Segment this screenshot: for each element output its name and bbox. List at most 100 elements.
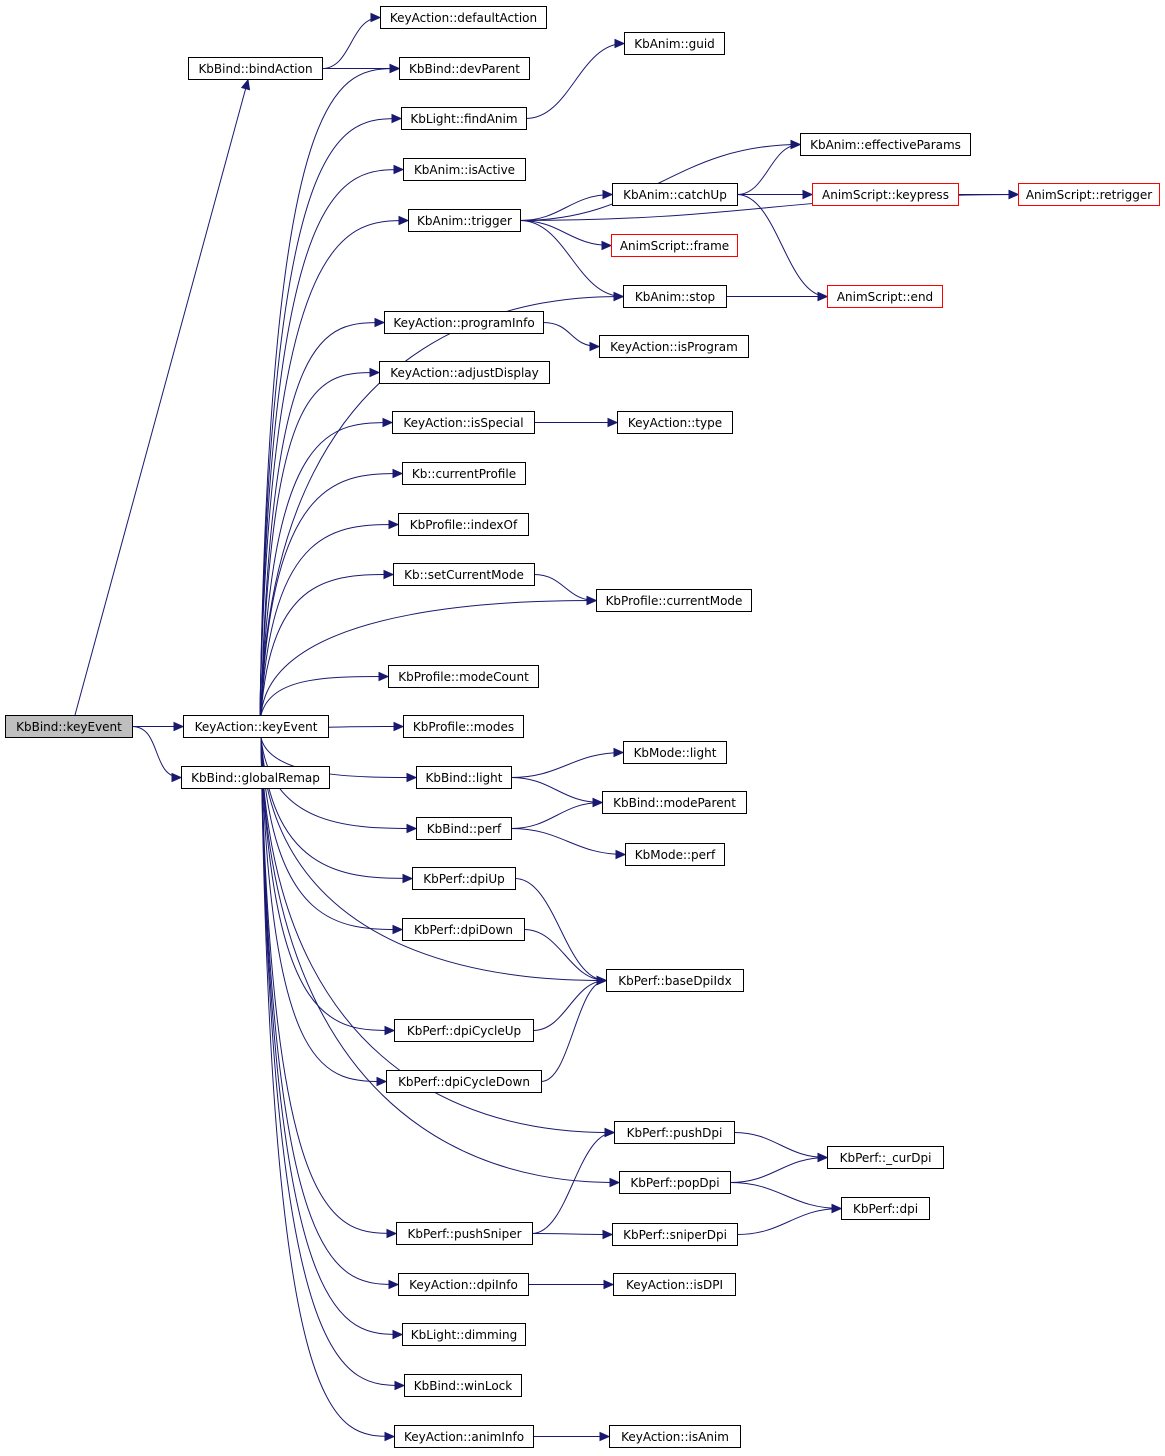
node-keyaction-isprogram[interactable]: KeyAction::isProgram bbox=[599, 335, 749, 358]
node-animscript-retrigger[interactable]: AnimScript::retrigger bbox=[1018, 183, 1160, 206]
node-kbperf-pushsniper[interactable]: KbPerf::pushSniper bbox=[396, 1222, 533, 1245]
edge-line bbox=[525, 43, 625, 119]
node-kbanim-trigger[interactable]: KbAnim::trigger bbox=[408, 209, 521, 232]
edge-line bbox=[510, 777, 603, 803]
node-label: KbBind::globalRemap bbox=[191, 771, 320, 785]
node-kblight-findanim[interactable]: KbLight::findAnim bbox=[401, 107, 527, 130]
node-kb-currentprofile[interactable]: Kb::currentProfile bbox=[402, 462, 526, 485]
edge-arrowhead bbox=[406, 772, 418, 783]
node-kbanim-effectiveparams[interactable]: KbAnim::effectiveParams bbox=[800, 133, 971, 156]
node-animscript-keypress[interactable]: AnimScript::keypress bbox=[812, 183, 959, 206]
edge-arrowhead bbox=[604, 1127, 616, 1138]
node-box bbox=[827, 1146, 944, 1169]
node-box bbox=[602, 791, 747, 814]
node-keyaction-dpiinfo[interactable]: KeyAction::dpiInfo bbox=[398, 1273, 529, 1296]
edge-arrowhead bbox=[384, 1431, 396, 1442]
node-kbprofile-currentmode[interactable]: KbProfile::currentMode bbox=[596, 589, 752, 612]
node-kbperf-dpicycleup[interactable]: KbPerf::dpiCycleUp bbox=[394, 1019, 534, 1042]
edge-arrowhead bbox=[369, 367, 381, 378]
edge-line bbox=[260, 473, 403, 716]
node-kbperf-dpidown[interactable]: KbPerf::dpiDown bbox=[402, 918, 525, 941]
edge-line bbox=[540, 980, 607, 1082]
node-box bbox=[401, 107, 527, 130]
node-kbbind-globalremap[interactable]: KbBind::globalRemap bbox=[181, 766, 330, 789]
node-kbbind-bindaction[interactable]: KbBind::bindAction bbox=[188, 57, 323, 80]
edge-n4-n25 bbox=[260, 671, 390, 716]
node-keyaction-isanim[interactable]: KeyAction::isAnim bbox=[609, 1425, 741, 1448]
node-kbbind-light[interactable]: KbBind::light bbox=[416, 766, 512, 789]
node-keyaction-animinfo[interactable]: KeyAction::animInfo bbox=[394, 1425, 534, 1448]
edge-line bbox=[519, 144, 801, 221]
node-kbperf-basedpiidx[interactable]: KbPerf::baseDpiIdx bbox=[606, 969, 744, 992]
node-kbanim-catchup[interactable]: KbAnim::catchUp bbox=[612, 183, 738, 206]
edge-n19-n20 bbox=[533, 417, 619, 428]
node-box bbox=[181, 766, 330, 789]
node-kbanim-guid[interactable]: KbAnim::guid bbox=[624, 32, 725, 55]
node-label: KbBind::devParent bbox=[409, 62, 520, 76]
node-keyaction-isdpi[interactable]: KeyAction::isDPI bbox=[613, 1273, 736, 1296]
edge-n43-n44 bbox=[528, 1279, 615, 1290]
node-box bbox=[611, 234, 738, 257]
node-kbperf-dpiup[interactable]: KbPerf::dpiUp bbox=[412, 867, 516, 890]
node-animscript-frame[interactable]: AnimScript::frame bbox=[611, 234, 738, 257]
node-box bbox=[393, 563, 535, 586]
node-kblight-dimming[interactable]: KbLight::dimming bbox=[402, 1323, 526, 1346]
node-box bbox=[402, 462, 526, 485]
node-kbperf-popdpi[interactable]: KbPerf::popDpi bbox=[619, 1171, 731, 1194]
node-kbbind-modeparent[interactable]: KbBind::modeParent bbox=[602, 791, 747, 814]
edge-arrowhead bbox=[406, 823, 418, 834]
node-box bbox=[623, 285, 727, 308]
node-kbbind-keyevent[interactable]: KbBind::keyEvent bbox=[5, 715, 133, 738]
edge-n4-n19 bbox=[260, 417, 394, 716]
node-kbperf-curdpi[interactable]: KbPerf::_curDpi bbox=[827, 1146, 944, 1169]
node-kbbind-devparent[interactable]: KbBind::devParent bbox=[399, 57, 530, 80]
edge-arrowhead bbox=[398, 215, 410, 226]
node-kbanim-stop[interactable]: KbAnim::stop bbox=[623, 285, 727, 308]
node-kbprofile-modes[interactable]: KbProfile::modes bbox=[403, 715, 524, 738]
node-keyaction-defaultaction[interactable]: KeyAction::defaultAction bbox=[380, 6, 547, 29]
edge-arrowhead bbox=[240, 78, 251, 91]
node-keyaction-keyevent[interactable]: KeyAction::keyEvent bbox=[183, 715, 329, 738]
node-kbperf-pushdpi[interactable]: KbPerf::pushDpi bbox=[614, 1121, 735, 1144]
edge-arrowhead bbox=[589, 341, 601, 352]
node-box bbox=[599, 335, 749, 358]
node-box bbox=[384, 311, 544, 334]
node-kbperf-dpicycledown[interactable]: KbPerf::dpiCycleDown bbox=[386, 1070, 542, 1093]
edge-line bbox=[531, 1233, 613, 1235]
node-kbprofile-modecount[interactable]: KbProfile::modeCount bbox=[388, 665, 539, 688]
node-keyaction-adjustdisplay[interactable]: KeyAction::adjustDisplay bbox=[379, 361, 550, 384]
node-kbbind-perf[interactable]: KbBind::perf bbox=[416, 817, 512, 840]
node-kbanim-isactive[interactable]: KbAnim::isActive bbox=[403, 158, 526, 181]
node-label: KbMode::light bbox=[634, 746, 717, 760]
node-kb-setcurrentmode[interactable]: Kb::setCurrentMode bbox=[393, 563, 535, 586]
edge-n0-n1 bbox=[74, 78, 251, 716]
node-keyaction-isspecial[interactable]: KeyAction::isSpecial bbox=[392, 411, 535, 434]
node-kbprofile-indexof[interactable]: KbProfile::indexOf bbox=[398, 513, 529, 536]
node-label: KbLight::dimming bbox=[411, 1328, 517, 1342]
node-kbbind-winlock[interactable]: KbBind::winLock bbox=[404, 1374, 522, 1397]
node-box bbox=[617, 411, 733, 434]
edge-n0-n49 bbox=[131, 726, 183, 783]
edge-arrowhead bbox=[790, 139, 802, 150]
node-kbmode-light[interactable]: KbMode::light bbox=[623, 741, 727, 764]
node-keyaction-type[interactable]: KeyAction::type bbox=[617, 411, 733, 434]
edge-line bbox=[260, 737, 620, 1183]
edge-arrowhead bbox=[382, 417, 394, 428]
node-box bbox=[398, 1273, 529, 1296]
node-box bbox=[612, 1223, 738, 1246]
node-kbperf-sniperdpi[interactable]: KbPerf::sniperDpi bbox=[612, 1223, 738, 1246]
edge-n4-n45 bbox=[260, 737, 404, 1340]
node-kbmode-perf[interactable]: KbMode::perf bbox=[625, 843, 725, 866]
edge-n9-n10 bbox=[736, 139, 802, 195]
node-keyaction-programinfo[interactable]: KeyAction::programInfo bbox=[384, 311, 544, 334]
edge-line bbox=[736, 144, 801, 195]
edge-line bbox=[729, 1157, 828, 1183]
edge-arrowhead bbox=[607, 417, 619, 428]
edge-arrowhead bbox=[596, 975, 608, 986]
edge-arrowhead bbox=[386, 1228, 398, 1239]
node-box bbox=[613, 1273, 736, 1296]
node-animscript-end[interactable]: AnimScript::end bbox=[827, 285, 943, 308]
edge-n42-n40 bbox=[736, 1203, 843, 1235]
node-kbperf-dpi[interactable]: KbPerf::dpi bbox=[841, 1197, 930, 1220]
